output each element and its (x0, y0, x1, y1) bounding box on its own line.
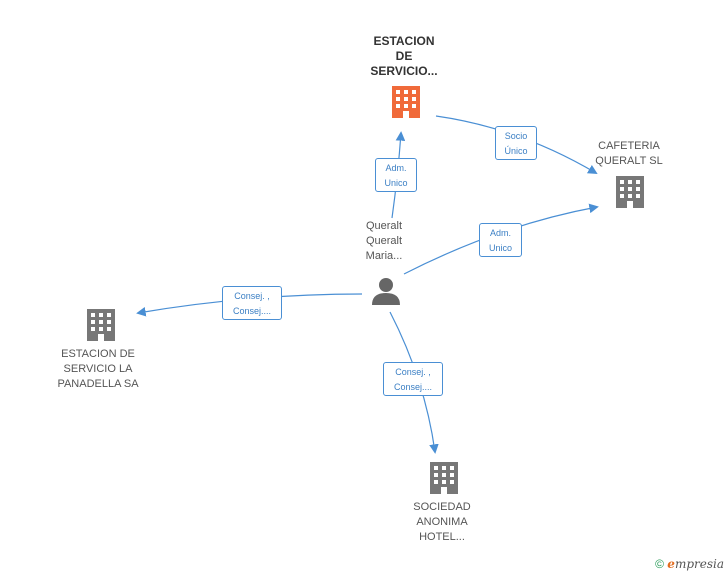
label-line: Queralt (365, 220, 403, 232)
label-line: QUERALT SL (595, 155, 663, 167)
label-line: ESTACION (373, 34, 435, 48)
node-label-estacion-servicio[interactable]: ESTACION DE SERVICIO... (358, 34, 450, 79)
edge-label-adm-unico-top[interactable]: Adm. Unico (375, 158, 417, 192)
label-line: Maria... (365, 250, 403, 262)
brand-e: e (667, 557, 675, 571)
node-label-person[interactable]: Queralt Queralt Maria... (349, 219, 419, 264)
edge-label-line: Consej.... (232, 306, 272, 316)
edge-label-line: Adm. (489, 228, 511, 238)
label-line: SOCIEDAD (413, 501, 471, 513)
label-line: ESTACION DE (61, 348, 135, 360)
edge-label-line: Consej. , (234, 291, 270, 301)
label-line: SERVICIO... (370, 64, 438, 78)
person-icon[interactable] (372, 278, 400, 305)
node-label-panadella[interactable]: ESTACION DE SERVICIO LA PANADELLA SA (48, 347, 148, 392)
label-line: Queralt (365, 235, 403, 247)
building-icon-cafeteria[interactable] (616, 176, 644, 208)
edge-label-line: Consej.... (393, 382, 433, 392)
label-line: PANADELLA SA (57, 378, 139, 390)
edge-label-consej-left[interactable]: Consej. , Consej.... (222, 286, 282, 320)
edge-label-line: Único (504, 146, 528, 156)
label-line: DE (395, 49, 413, 63)
building-icon-main[interactable] (392, 86, 420, 118)
brand-name: mpresia (674, 557, 724, 571)
node-label-sociedad[interactable]: SOCIEDAD ANONIMA HOTEL... (400, 500, 484, 545)
label-line: HOTEL... (419, 531, 465, 543)
building-icon-sociedad[interactable] (430, 462, 458, 494)
empresia-watermark: © empresia (655, 557, 724, 571)
edge-label-consej-bottom[interactable]: Consej. , Consej.... (383, 362, 443, 396)
building-icon-panadella[interactable] (87, 309, 115, 341)
label-line: CAFETERIA (598, 140, 660, 152)
edge-label-line: Unico (384, 178, 408, 188)
edge-label-line: Socio (504, 131, 528, 141)
edge-label-line: Adm. (385, 163, 407, 173)
node-label-cafeteria[interactable]: CAFETERIA QUERALT SL (584, 139, 674, 169)
edge-label-line: Unico (488, 243, 512, 253)
label-line: ANONIMA (416, 516, 468, 528)
edge-label-line: Consej. , (395, 367, 431, 377)
label-line: SERVICIO LA (63, 363, 133, 375)
edge-label-socio-unico[interactable]: Socio Único (495, 126, 537, 160)
edge-label-adm-unico-right[interactable]: Adm. Unico (479, 223, 522, 257)
copyright-symbol: © (655, 557, 664, 571)
